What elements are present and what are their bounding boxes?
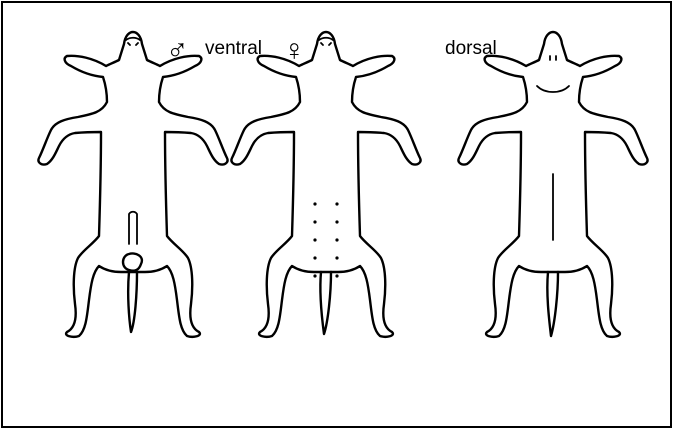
collar-line	[537, 86, 569, 92]
mammary-dots	[313, 202, 338, 277]
female-tail	[320, 272, 331, 334]
dorsal-dog	[458, 32, 647, 337]
male-ventral-dog	[38, 32, 227, 337]
male-genital-mark	[123, 253, 142, 270]
female-ventral-dog	[231, 32, 420, 337]
dorsal-tail	[547, 272, 558, 336]
male-tail	[128, 272, 137, 332]
